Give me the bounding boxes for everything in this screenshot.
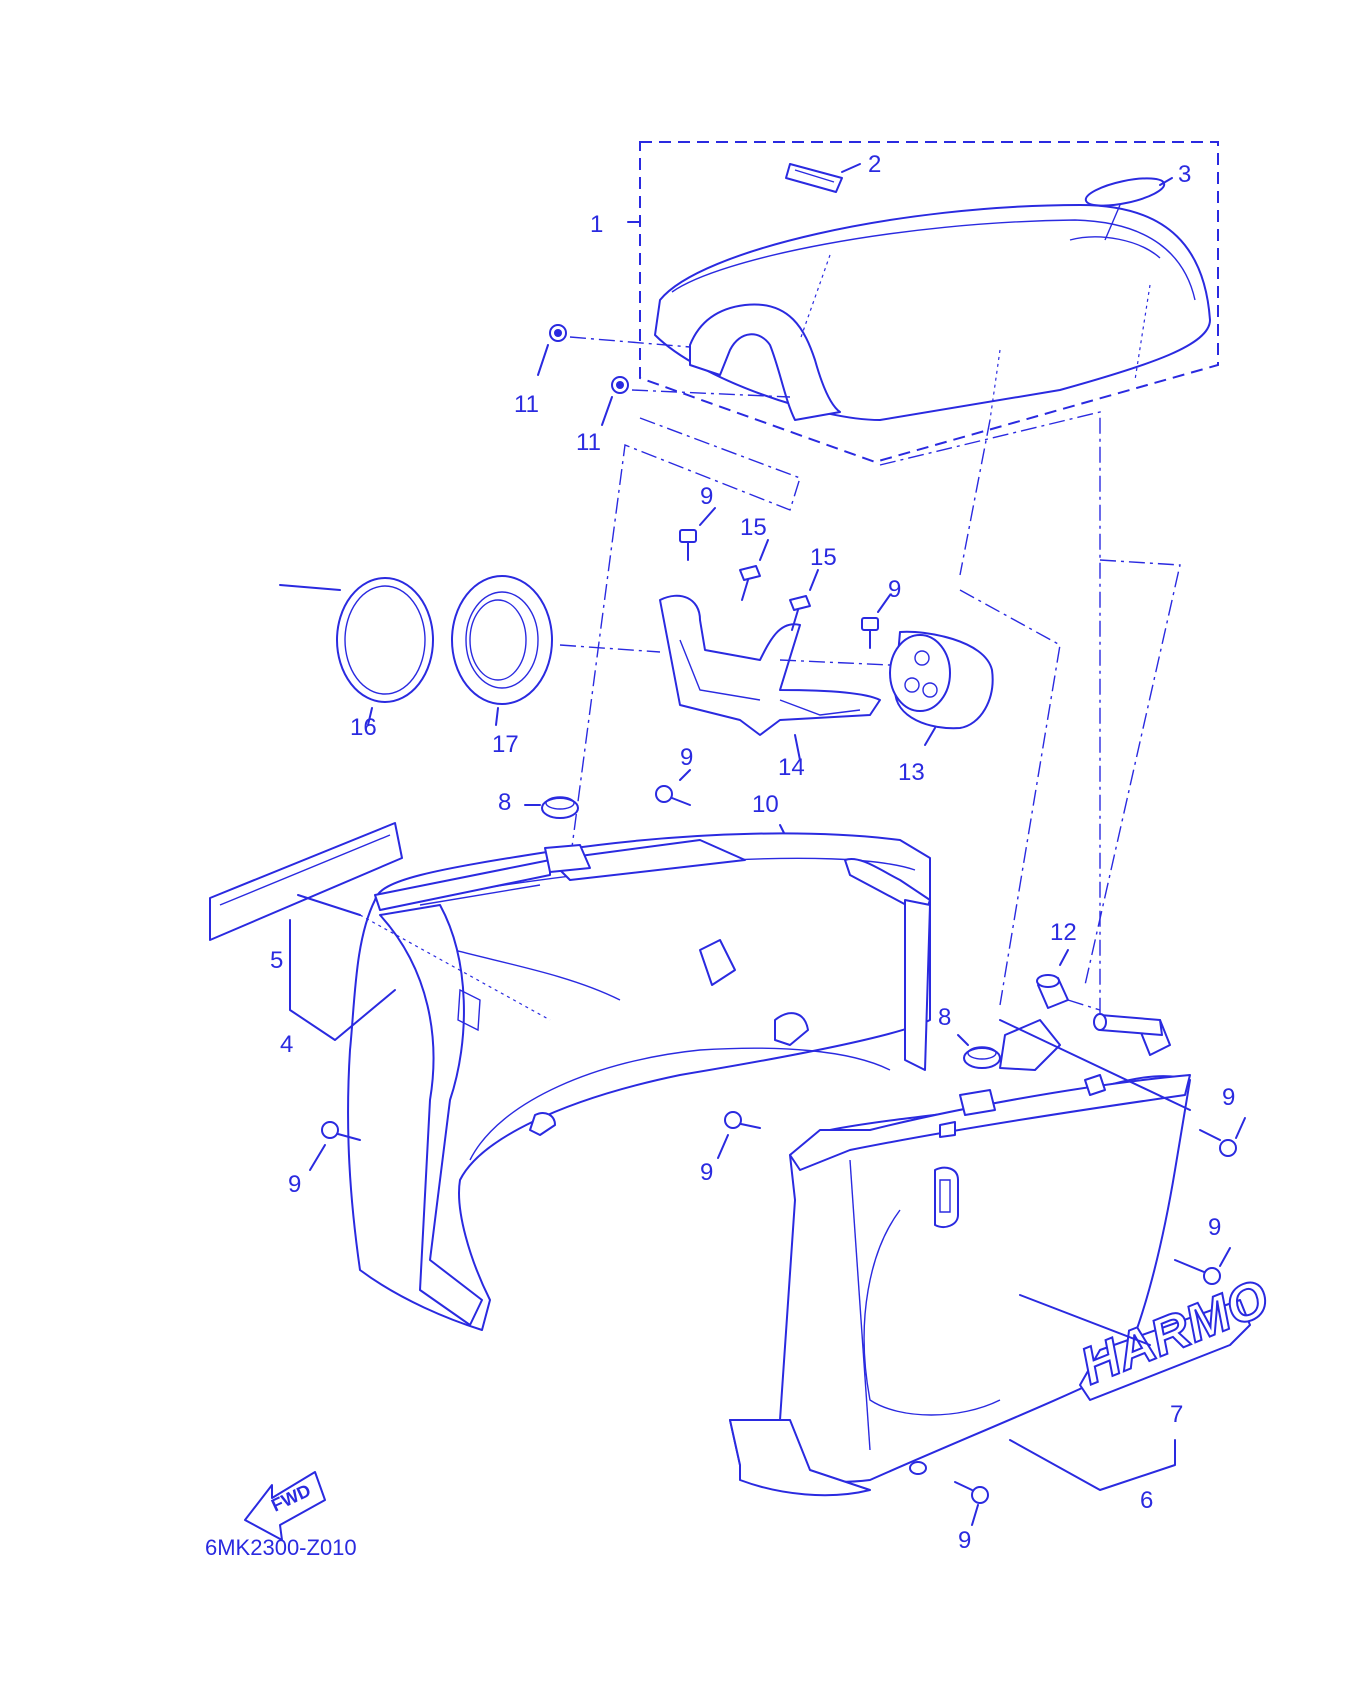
rear-pivot-pin — [1093, 1013, 1163, 1036]
bolt-15-right — [789, 569, 819, 631]
screw-9-rear-upper — [1199, 1117, 1246, 1157]
callout-13: 13 — [898, 759, 925, 786]
callout-14: 14 — [778, 754, 805, 781]
fwd-arrow-icon: FWD — [244, 1471, 326, 1541]
spacer-12 — [1036, 949, 1101, 1011]
bolt-15-left — [739, 539, 769, 601]
emblem-3 — [1084, 177, 1173, 241]
grommet-13 — [779, 630, 994, 746]
screw-9-mid — [861, 594, 891, 649]
callout-2: 2 — [868, 151, 881, 178]
callout-labels: 1 2 3 11 11 9 15 15 9 16 17 14 13 9 8 10… — [270, 151, 1235, 1554]
callout-9d: 9 — [1222, 1084, 1235, 1111]
callout-9b: 9 — [888, 576, 901, 603]
grommet-17 — [451, 575, 553, 726]
callout-9a: 9 — [700, 483, 713, 510]
ring-clamp-16 — [279, 577, 434, 726]
screw-9-rear-lower — [1174, 1247, 1231, 1285]
chain-line-right — [879, 411, 1101, 1025]
callout-11b: 11 — [576, 429, 601, 456]
grommet-8-right — [957, 1034, 1001, 1069]
top-cowling-assembly — [627, 141, 1219, 464]
callout-11a: 11 — [514, 391, 539, 418]
grommet-11a — [537, 324, 691, 376]
callout-9g: 9 — [1208, 1214, 1221, 1241]
screw-9-lower-mid — [717, 1111, 761, 1159]
callout-9h: 9 — [958, 1527, 971, 1554]
screw-9-bottom — [954, 1481, 989, 1526]
diagram-code: 6MK2300-Z010 — [205, 1535, 357, 1560]
chain-line-left — [559, 417, 801, 939]
callout-12: 12 — [1050, 919, 1077, 946]
callout-17: 17 — [492, 731, 519, 758]
bottom-cowling-rear — [729, 1019, 1191, 1483]
grommet-8-left — [524, 796, 579, 819]
callout-10: 10 — [752, 791, 779, 818]
callout-9f: 9 — [700, 1159, 713, 1186]
screw-9-lower-left — [309, 1121, 361, 1171]
callout-7: 7 — [1170, 1401, 1183, 1428]
callout-8b: 8 — [938, 1004, 951, 1031]
bracket-14 — [659, 594, 881, 761]
decal-2 — [785, 163, 861, 193]
callout-4: 4 — [280, 1031, 293, 1058]
callout-15a: 15 — [740, 514, 767, 541]
callout-5: 5 — [270, 947, 283, 974]
lower-flange — [729, 1419, 871, 1497]
screw-9-upper-left — [655, 769, 691, 806]
bottom-cowling-upper-rail — [374, 839, 931, 1071]
callout-15b: 15 — [810, 544, 837, 571]
callout-9c: 9 — [680, 744, 693, 771]
grommet-11b — [601, 376, 791, 426]
callout-8a: 8 — [498, 789, 511, 816]
callout-9e: 9 — [288, 1171, 301, 1198]
callout-1: 1 — [590, 211, 603, 238]
callout-16: 16 — [350, 714, 377, 741]
screw-9-top — [679, 507, 716, 561]
seal-strip-4-5 — [209, 822, 551, 1041]
callout-3: 3 — [1178, 161, 1191, 188]
callout-6: 6 — [1140, 1487, 1153, 1514]
